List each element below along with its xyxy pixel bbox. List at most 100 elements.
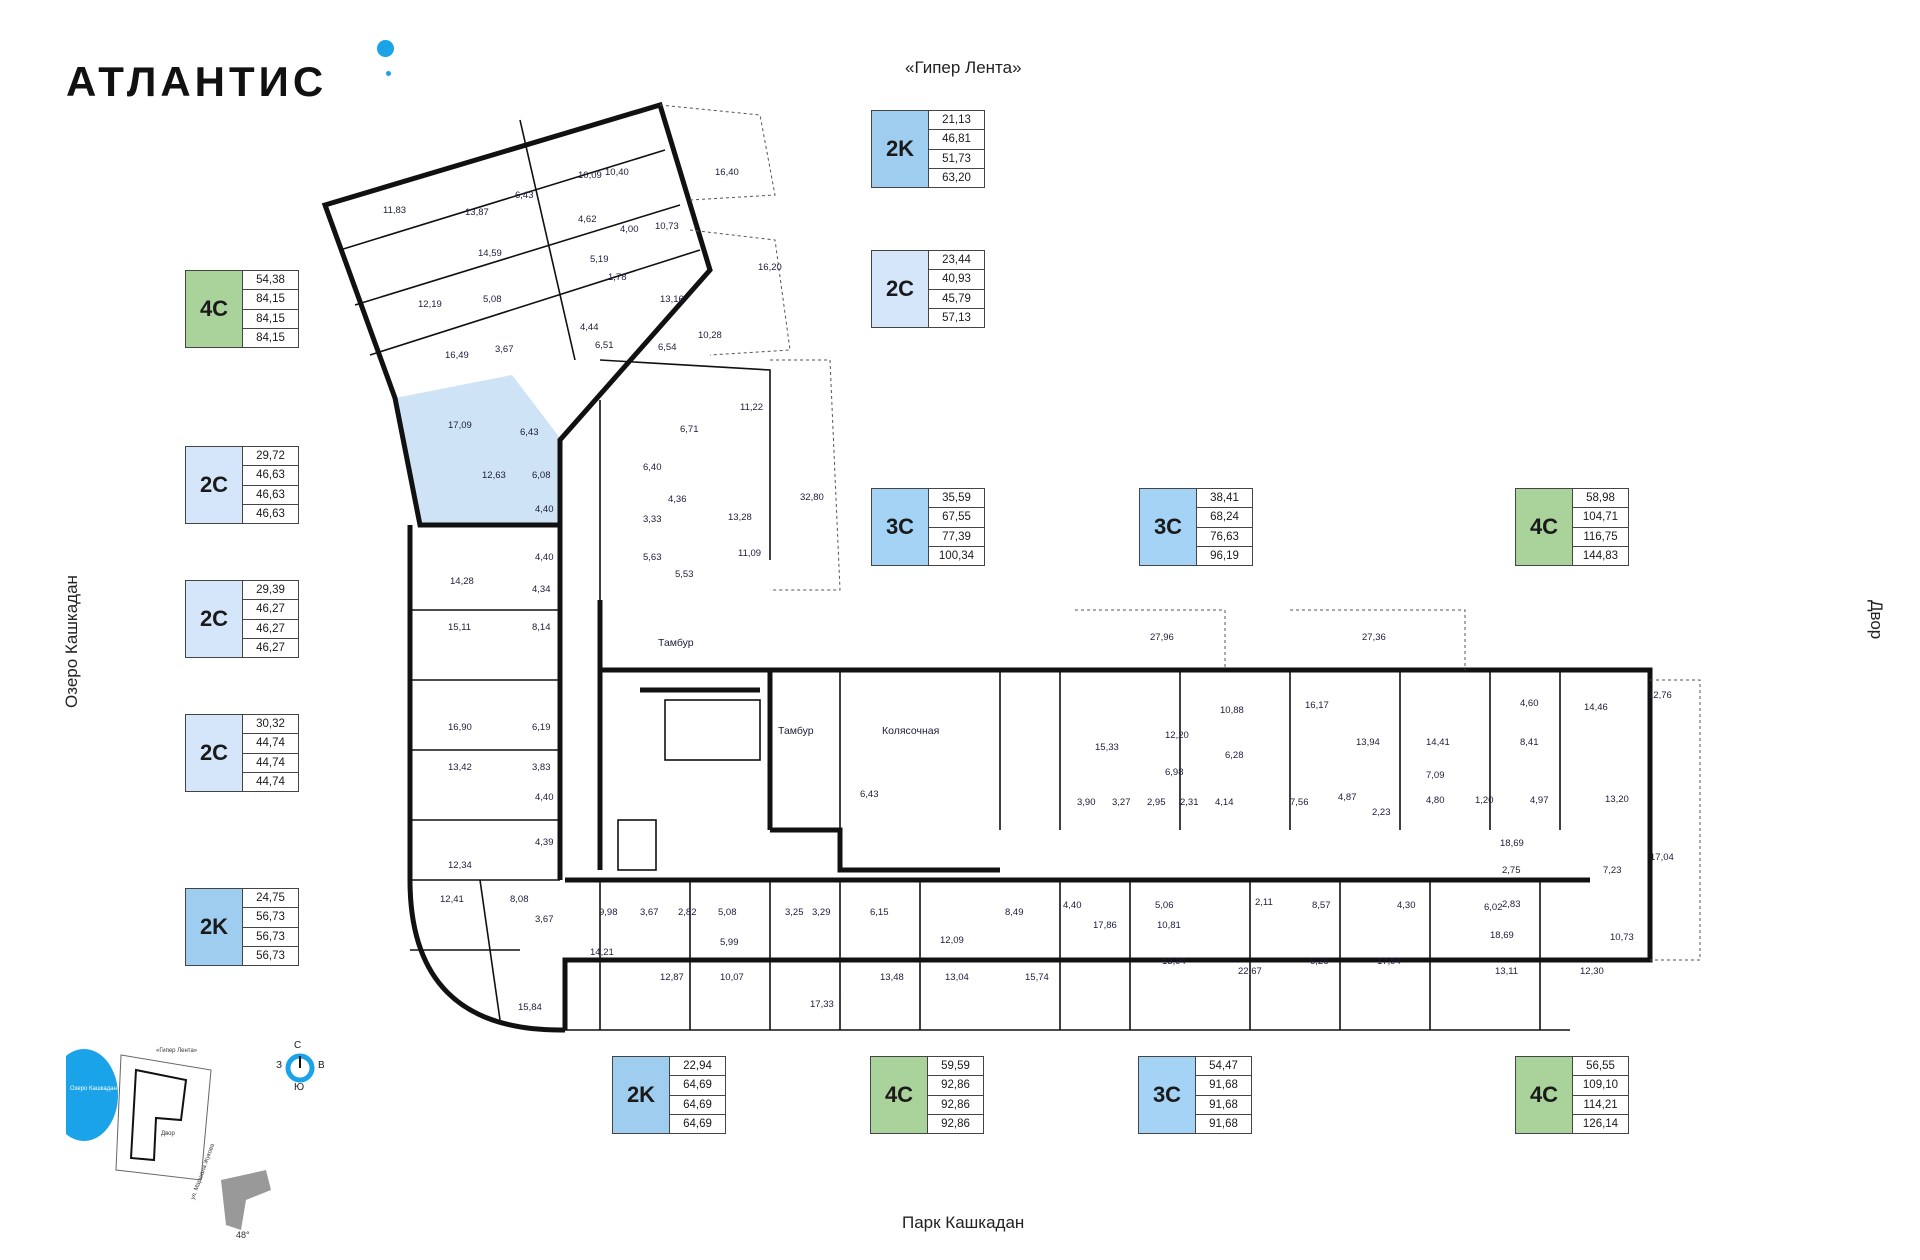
room-area-label: 2,75 bbox=[1502, 865, 1521, 876]
legend-2c-left-1[interactable]: 2C 29,72 46,63 46,63 46,63 bbox=[185, 446, 299, 524]
room-area-label: 5,08 bbox=[483, 294, 502, 305]
legend-2k-bottom[interactable]: 2K 22,94 64,69 64,69 64,69 bbox=[612, 1056, 726, 1134]
room-area-label: 4,87 bbox=[1338, 792, 1357, 803]
room-area-label: 3,83 bbox=[532, 762, 551, 773]
legend-type: 2C bbox=[186, 581, 243, 657]
room-area-label: 3,27 bbox=[1112, 797, 1131, 808]
room-area-label: 14,28 bbox=[450, 576, 474, 587]
room-area-label: 4,40 bbox=[535, 792, 554, 803]
room-area-label: 6,43 bbox=[520, 427, 539, 438]
logo-dot-small-icon bbox=[386, 71, 391, 76]
room-area-label: 6,28 bbox=[1225, 750, 1244, 761]
room-area-label: 12,09 bbox=[940, 935, 964, 946]
room-area-label: 6,40 bbox=[643, 462, 662, 473]
room-area-label: 4,40 bbox=[535, 552, 554, 563]
room-area-label: 4,39 bbox=[535, 837, 554, 848]
room-area-label: 17,33 bbox=[810, 999, 834, 1010]
street-bottom: Парк Кашкадан bbox=[902, 1213, 1025, 1232]
room-area-label: 8,14 bbox=[532, 622, 551, 633]
room-area-label: 5,19 bbox=[590, 254, 609, 265]
logo-dot-icon bbox=[377, 40, 394, 57]
wall-west-inner bbox=[410, 609, 560, 1021]
legend-type: 2C bbox=[872, 251, 929, 327]
room-area-label: 13,94 bbox=[1162, 956, 1186, 967]
highlighted-apartment[interactable] bbox=[395, 375, 560, 525]
room-area-label: 6,43 bbox=[860, 789, 879, 800]
tambur-label-2: Тамбур bbox=[778, 725, 814, 737]
room-area-label: 4,34 bbox=[532, 584, 551, 595]
room-area-label: 4,60 bbox=[1520, 698, 1539, 709]
compass-east: В bbox=[318, 1060, 325, 1071]
room-area-label: 2,31 bbox=[1180, 797, 1199, 808]
room-area-label: 10,81 bbox=[1157, 920, 1181, 931]
legend-3c-mid-2[interactable]: 3C 38,41 68,24 76,63 96,19 bbox=[1139, 488, 1253, 566]
room-area-label: 10,73 bbox=[655, 221, 679, 232]
room-area-label: 8,57 bbox=[1312, 900, 1331, 911]
room-area-label: 1,20 bbox=[1475, 795, 1494, 806]
room-area-label: 6,19 bbox=[532, 722, 551, 733]
legend-4c-bottom-1[interactable]: 4C 59,59 92,86 92,86 92,86 bbox=[870, 1056, 984, 1134]
room-area-label: 3,67 bbox=[495, 344, 514, 355]
legend-value: 100,34 bbox=[938, 549, 975, 562]
legend-value: 44,74 bbox=[243, 754, 298, 773]
legend-2c-left-3[interactable]: 2C 30,32 44,74 44,74 44,74 bbox=[185, 714, 299, 792]
room-area-label: 17,04 bbox=[1650, 852, 1674, 863]
legend-4c-left-top[interactable]: 4C 54,38 84,15 84,15 84,15 bbox=[185, 270, 299, 348]
room-area-label: 16,17 bbox=[1305, 700, 1329, 711]
room-area-label: 27,96 bbox=[1150, 632, 1174, 643]
room-area-label: 10,73 bbox=[1610, 932, 1634, 943]
legend-value: 56,73 bbox=[243, 928, 298, 947]
legend-value: 64,69 bbox=[670, 1076, 725, 1096]
room-area-label: 6,98 bbox=[1165, 767, 1184, 778]
legend-value: 64,69 bbox=[683, 1117, 712, 1130]
room-area-label: 18,69 bbox=[1500, 838, 1524, 849]
legend-type: 4C bbox=[1516, 1057, 1573, 1133]
legend-value: 109,10 bbox=[1573, 1076, 1628, 1096]
room-area-label: 3,90 bbox=[1077, 797, 1096, 808]
room-area-label: 6,08 bbox=[532, 470, 551, 481]
room-area-label: 4,44 bbox=[580, 322, 599, 333]
legend-3c-mid-1[interactable]: 3C 35,59 67,55 77,39 100,34 bbox=[871, 488, 985, 566]
legend-2k-left[interactable]: 2K 24,75 56,73 56,73 56,73 bbox=[185, 888, 299, 966]
room-area-label: 27,36 bbox=[1362, 632, 1386, 643]
legend-2c-top[interactable]: 2C 23,44 40,93 45,79 57,13 bbox=[871, 250, 985, 328]
legend-value: 54,47 bbox=[1196, 1057, 1251, 1077]
room-area-label: 3,25 bbox=[785, 907, 804, 918]
legend-value: 114,21 bbox=[1573, 1096, 1628, 1115]
legend-value: 104,71 bbox=[1573, 508, 1628, 528]
minimap-angle-label: 48° bbox=[236, 1230, 250, 1240]
room-area-label: 4,62 bbox=[578, 214, 597, 225]
site-minimap: Озеро Кашкадан «Гипер Лента» Двор ул. Ма… bbox=[66, 1048, 271, 1240]
legend-value: 54,38 bbox=[243, 271, 298, 291]
room-area-label: 18,69 bbox=[1490, 930, 1514, 941]
room-area-label: 4,97 bbox=[1530, 795, 1549, 806]
room-area-label: 14,21 bbox=[590, 947, 614, 958]
legend-value: 35,59 bbox=[929, 489, 984, 509]
room-area-label: 6,02 bbox=[1484, 902, 1503, 913]
room-area-label: 6,51 bbox=[595, 340, 614, 351]
street-top: «Гипер Лента» bbox=[905, 58, 1022, 77]
tambur-label-1: Тамбур bbox=[658, 637, 694, 649]
room-area-label: 14,59 bbox=[478, 248, 502, 259]
legend-4c-bottom-2[interactable]: 4C 56,55 109,10 114,21 126,14 bbox=[1515, 1056, 1629, 1134]
room-area-label: 16,20 bbox=[758, 262, 782, 273]
site-block bbox=[115, 1054, 212, 1181]
room-area-label: 17,94 bbox=[1377, 956, 1401, 967]
legend-value: 46,63 bbox=[256, 507, 285, 520]
room-area-label: 1,78 bbox=[608, 272, 627, 283]
legend-4c-right-top[interactable]: 4C 58,98 104,71 116,75 144,83 bbox=[1515, 488, 1629, 566]
legend-2c-left-2[interactable]: 2C 29,39 46,27 46,27 46,27 bbox=[185, 580, 299, 658]
legend-value: 92,86 bbox=[928, 1076, 983, 1096]
legend-value: 46,27 bbox=[243, 620, 298, 639]
legend-3c-bottom[interactable]: 3C 54,47 91,68 91,68 91,68 bbox=[1138, 1056, 1252, 1134]
room-area-label: 12,19 bbox=[418, 299, 442, 310]
legend-2k-top[interactable]: 2K 21,13 46,81 51,73 63,20 bbox=[871, 110, 985, 188]
legend-value: 30,32 bbox=[243, 715, 298, 735]
minimap-court-label: Двор bbox=[161, 1131, 176, 1137]
balcony-north bbox=[659, 104, 841, 591]
legend-type: 3C bbox=[1140, 489, 1197, 565]
room-area-label: 7,56 bbox=[1290, 797, 1309, 808]
room-area-label: 7,09 bbox=[1426, 770, 1445, 781]
legend-value: 64,69 bbox=[670, 1096, 725, 1115]
